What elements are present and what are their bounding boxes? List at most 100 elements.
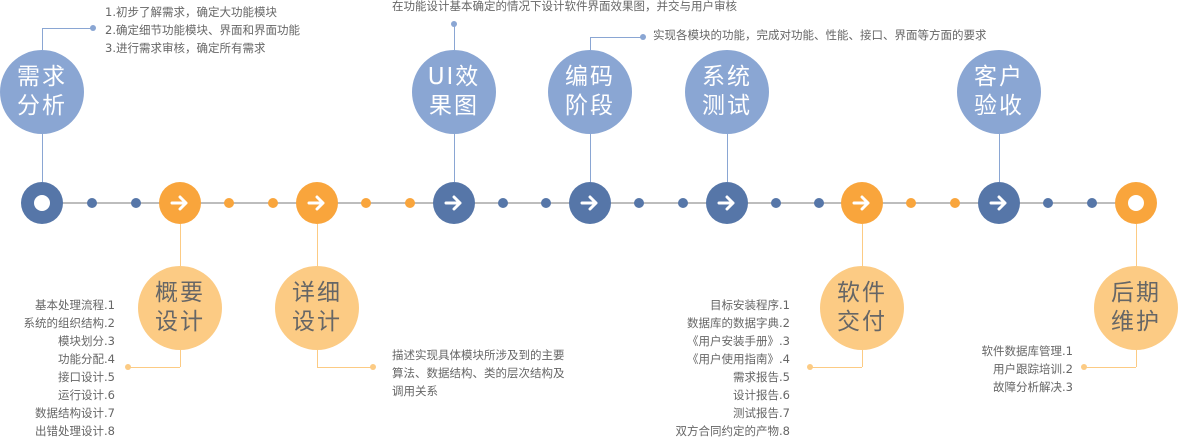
- note-line: 《用户使用指南》.4: [687, 352, 790, 366]
- timeline-dot: [130, 198, 141, 208]
- connector: [42, 28, 92, 29]
- requirements-notes: 1.初步了解需求，确定大功能模块 2.确定细节功能模块、界面和界面功能 3.进行…: [105, 3, 300, 57]
- note-line: 2.确定细节功能模块、界面和界面功能: [105, 23, 300, 37]
- stage-delivery-circle: 软件交付: [820, 266, 904, 350]
- connector: [1136, 224, 1137, 266]
- stage-label: 阶段: [565, 93, 615, 119]
- arrow-right-icon: [989, 195, 1007, 211]
- stage-label: 需求: [17, 64, 67, 90]
- timeline-dot: [405, 198, 416, 208]
- timeline-dot: [950, 198, 961, 208]
- maintenance-notes: 软件数据库管理.1 用户跟踪培训.2 故障分析解决.3: [982, 342, 1073, 396]
- timeline-dot: [678, 198, 689, 208]
- connector: [454, 134, 455, 182]
- connector-dot: [451, 21, 457, 27]
- timeline-dot: [361, 198, 372, 208]
- note-line: 系统的组织结构.2: [23, 316, 115, 330]
- arrow-right-icon: [170, 195, 188, 211]
- note-line: 软件数据库管理.1: [981, 344, 1073, 358]
- note-line: 数据结构设计.7: [35, 406, 115, 420]
- stage-label: 分析: [17, 93, 67, 119]
- stage-requirements-circle: 需求分析: [0, 50, 84, 134]
- timeline-dot: [1087, 198, 1098, 208]
- note-line: 用户跟踪培训.2: [993, 362, 1073, 376]
- arrow-right-icon: [580, 195, 598, 211]
- connector: [317, 224, 318, 266]
- stage-coding-circle: 编码阶段: [548, 50, 632, 134]
- delivery-notes: 目标安装程序.1 数据库的数据字典.2 《用户安装手册》.3 《用户使用指南》.…: [676, 296, 790, 440]
- note-line: 数据库的数据字典.2: [687, 316, 790, 330]
- stage-label: 软件: [837, 280, 887, 306]
- arrow-node: [706, 182, 748, 224]
- connector: [42, 134, 43, 182]
- arrow-right-icon: [444, 195, 462, 211]
- stage-label: 测试: [702, 93, 752, 119]
- connector: [1084, 367, 1136, 368]
- connector-dot: [90, 25, 96, 31]
- outline-design-notes: 基本处理流程.1 系统的组织结构.2 模块划分.3 功能分配.4 接口设计.5 …: [24, 296, 115, 440]
- arrow-node: [159, 182, 201, 224]
- connector-dot: [1081, 364, 1087, 370]
- arrow-right-icon: [717, 195, 735, 211]
- connector: [180, 224, 181, 266]
- connector: [590, 37, 642, 38]
- timeline-dot: [906, 198, 917, 208]
- stage-label: 果图: [429, 93, 479, 119]
- stage-ui-circle: UI效果图: [412, 50, 496, 134]
- note-line: 算法、数据结构、类的层次结构及: [392, 366, 565, 380]
- arrow-node: [841, 182, 883, 224]
- stage-label: 后期: [1111, 280, 1161, 306]
- stage-maintenance-circle: 后期维护: [1094, 266, 1178, 350]
- stage-acceptance-circle: 客户验收: [957, 50, 1041, 134]
- stage-label: 设计: [155, 309, 205, 335]
- stage-outline-design-circle: 概要设计: [138, 266, 222, 350]
- connector: [590, 134, 591, 182]
- stage-label: 概要: [155, 280, 205, 306]
- connector: [810, 367, 862, 368]
- connector: [590, 37, 591, 50]
- note-line: 目标安装程序.1: [710, 298, 790, 312]
- connector-dot: [640, 34, 646, 40]
- note-line: 需求报告.5: [733, 370, 790, 384]
- stage-label: 设计: [292, 309, 342, 335]
- stage-label: 验收: [974, 93, 1024, 119]
- stage-label: 维护: [1111, 309, 1161, 335]
- connector: [317, 350, 318, 367]
- timeline-dot: [497, 198, 508, 208]
- arrow-node: [296, 182, 338, 224]
- stage-detail-design-circle: 详细设计: [275, 266, 359, 350]
- connector: [42, 28, 43, 50]
- connector-dot: [807, 364, 813, 370]
- detail-design-notes: 描述实现具体模块所涉及到的主要 算法、数据结构、类的层次结构及 调用关系: [392, 346, 565, 400]
- timeline-dot: [813, 198, 824, 208]
- timeline-dot: [268, 198, 279, 208]
- coding-note: 实现各模块的功能，完成对功能、性能、接口、界面等方面的要求: [653, 28, 987, 42]
- stage-label: 客户: [974, 64, 1024, 90]
- connector: [862, 350, 863, 367]
- ring-node: [1115, 182, 1157, 224]
- timeline-dot: [541, 198, 552, 208]
- note-line: 出错处理设计.8: [35, 424, 115, 438]
- note-line: 设计报告.6: [733, 388, 790, 402]
- note-line: 描述实现具体模块所涉及到的主要: [392, 348, 565, 362]
- arrow-node: [569, 182, 611, 224]
- stage-label: 系统: [702, 64, 752, 90]
- note-line: 接口设计.5: [58, 370, 115, 384]
- arrow-node: [433, 182, 475, 224]
- stage-label: UI效: [427, 64, 481, 90]
- connector-dot: [370, 364, 376, 370]
- connector: [1136, 350, 1137, 367]
- timeline-dot: [634, 198, 645, 208]
- note-line: 功能分配.4: [58, 352, 115, 366]
- connector: [999, 134, 1000, 182]
- connector: [727, 134, 728, 182]
- note-line: 调用关系: [392, 384, 438, 398]
- stage-label: 详细: [292, 280, 342, 306]
- note-line: 《用户安装手册》.3: [687, 334, 790, 348]
- stage-label: 交付: [837, 309, 887, 335]
- arrow-right-icon: [852, 195, 870, 211]
- stage-label: 编码: [565, 64, 615, 90]
- ui-note: 在功能设计基本确定的情况下设计软件界面效果图，并交与用户审核: [392, 0, 737, 13]
- arrow-right-icon: [307, 195, 325, 211]
- stage-testing-circle: 系统测试: [685, 50, 769, 134]
